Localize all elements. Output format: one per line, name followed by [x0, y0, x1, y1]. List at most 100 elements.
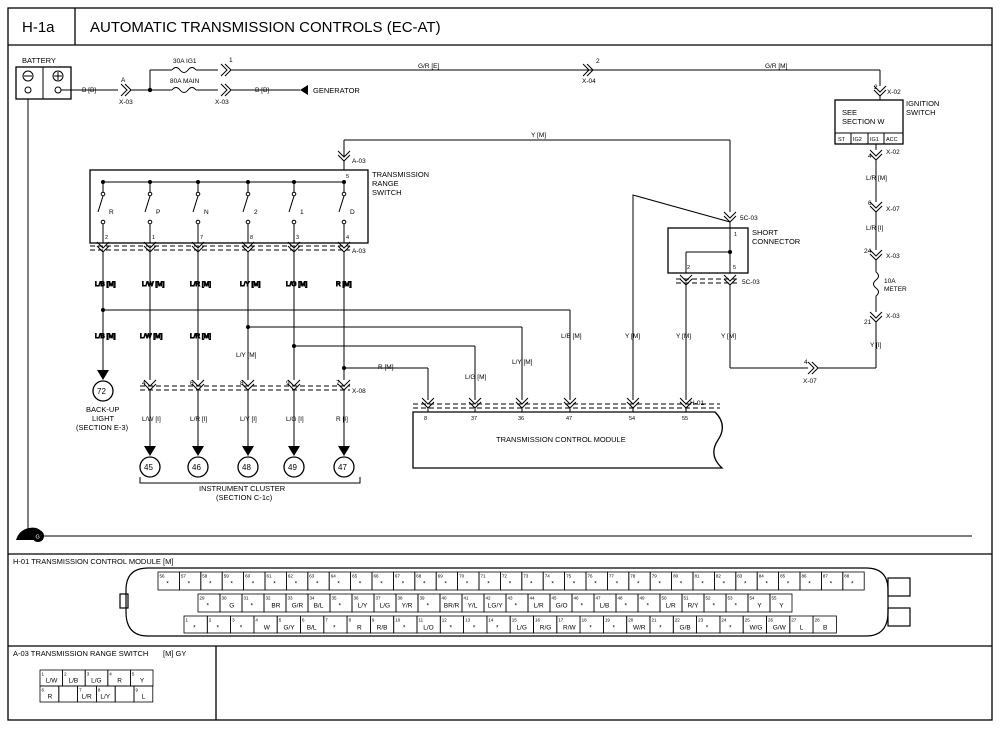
h01-pin-number: 84: [759, 574, 765, 579]
x04-conn-label: X-04: [582, 78, 596, 85]
h01-pin-wire: BR: [271, 603, 280, 610]
h01-pin-number: 65: [352, 574, 358, 579]
connector-chevron: [191, 245, 205, 253]
h01-pin-number: 24: [721, 618, 727, 623]
h01-pin-wire: B: [823, 625, 827, 632]
connector-chevron: [679, 397, 693, 405]
h01-pin-wire: *: [515, 603, 518, 610]
h01-pin-wire: *: [551, 581, 554, 588]
backup-label-2: LIGHT: [92, 414, 115, 423]
h01-pin-number: 7: [325, 618, 328, 623]
h01-pin-wire: *: [573, 581, 576, 588]
a03-pin-wire: R: [48, 694, 53, 701]
h01-pin-number: 19: [605, 618, 611, 623]
h01-pin-number: 52: [706, 596, 712, 601]
h01-pin-number: 40: [442, 596, 448, 601]
h01-pin-number: 13: [465, 618, 471, 623]
a03-pin-wire: Y: [140, 678, 145, 685]
h01-pin-wire: *: [647, 603, 650, 610]
h01-pin-number: 43: [508, 596, 514, 601]
tcm-wire-ly: L/Y [M]: [512, 359, 533, 366]
h01-pin-number: 25: [745, 618, 751, 623]
h01-pin-number: 71: [481, 574, 487, 579]
tcm-conn-label: H-01: [690, 400, 704, 407]
trs-switch-label: N: [204, 209, 209, 216]
trs-wire-runs: L/B [M]L/W [M]L/R [M]L/Y [M]L/G [M]R [M]…: [95, 241, 352, 380]
a03-pin-cell: [114, 685, 135, 703]
wire-lrm-right: L/R [M]: [866, 175, 887, 182]
connector-chevron: [96, 241, 110, 249]
cluster-arrow: [338, 446, 350, 456]
connector-chevron: [143, 245, 157, 253]
tcm-pin-label: 8: [424, 416, 427, 422]
cluster-circle-num: 45: [144, 463, 153, 472]
connector-chevron: [287, 379, 301, 387]
svg-text:G: G: [36, 535, 40, 541]
h01-pin-wire: *: [530, 581, 533, 588]
connector-chevron: [337, 383, 351, 391]
trs-pin-label: 3: [296, 235, 299, 241]
h01-pin-number: 34: [310, 596, 316, 601]
trs-conn-label: A-03: [352, 248, 366, 255]
h01-pin-number: 35: [332, 596, 338, 601]
ignition-cell-ig1: IG1: [870, 137, 879, 143]
h01-pin-wire: R: [357, 625, 362, 632]
lower-wire-label: L/W [I]: [142, 416, 161, 423]
h01-pin-number: 64: [331, 574, 337, 579]
trs-contact-top: [147, 191, 153, 197]
h01-pin-number: 73: [523, 574, 529, 579]
tcm-wire-ly2: L/Y [M]: [236, 352, 257, 359]
h01-pin-wire: *: [216, 625, 219, 632]
h01-pin-number: 11: [419, 618, 424, 623]
h01-pin-wire: *: [337, 581, 340, 588]
a03-pin-number: 2: [64, 672, 67, 677]
x08-pin-label: 7: [336, 380, 340, 387]
connector-chevron: [468, 397, 482, 405]
trs-wire-label: L/W [M]: [142, 281, 165, 288]
cluster-arrow: [144, 446, 156, 456]
h01-pin-wire: L: [800, 625, 804, 632]
connector-chevron: [241, 245, 255, 253]
a03-pin-number: 4: [109, 672, 112, 677]
h01-pin-wire: *: [166, 581, 169, 588]
x03a-pin: 24: [864, 248, 872, 255]
short-pin-2: 2: [687, 265, 690, 271]
h01-pin-wire: *: [193, 625, 196, 632]
h01-pin-number: 86: [802, 574, 808, 579]
h01-pin-number: 21: [652, 618, 658, 623]
x08-connector: 4L/W [I]6L/R [I]8L/Y [I]9L/G [I]7R [I]: [140, 379, 351, 446]
h01-pin-number: 27: [791, 618, 797, 623]
trs-contact-bottom: [245, 219, 251, 225]
a03-pin-wire: R: [117, 678, 122, 685]
trs-wire-label: L/G [M]: [286, 281, 308, 288]
x03b-conn: X-03: [886, 313, 900, 320]
h01-pin-wire: G/W: [773, 625, 787, 632]
h01-pin-wire: G/Y: [283, 625, 295, 632]
a03-pin-cell: [133, 685, 154, 703]
x07b-conn: X-07: [803, 378, 817, 385]
x08-pin-label: 6: [190, 380, 194, 387]
h01-pin-number: 60: [245, 574, 251, 579]
trs-contact-top: [341, 191, 347, 197]
backup-circle-num: 72: [97, 387, 106, 396]
h01-pin-wire: *: [333, 625, 336, 632]
h01-pin-number: 59: [224, 574, 230, 579]
x08-pin-label: 8: [240, 380, 244, 387]
h01-pin-number: 67: [395, 574, 401, 579]
generator-arrow: [300, 85, 308, 95]
a03-top-conn: A-03: [352, 158, 366, 165]
ground-icon: G: [16, 527, 44, 542]
tcm-pin-label: 37: [471, 416, 477, 422]
h01-pin-wire: *: [735, 603, 738, 610]
h01-pin-grid: 56*57*58*59*60*61*62*63*64*65*66*67*68*6…: [157, 571, 865, 634]
h01-pin-number: 76: [588, 574, 594, 579]
h01-pin-wire: *: [403, 625, 406, 632]
trs-switch-label: D: [350, 209, 355, 216]
short-pin-5: 5: [733, 265, 736, 271]
wire-lr-label: L/R [M]: [190, 333, 211, 340]
h01-pin-wire: *: [765, 581, 768, 588]
h01-pin-number: 48: [618, 596, 624, 601]
h01-pin-wire: *: [466, 581, 469, 588]
lower-wire-label: L/Y [I]: [240, 416, 257, 423]
